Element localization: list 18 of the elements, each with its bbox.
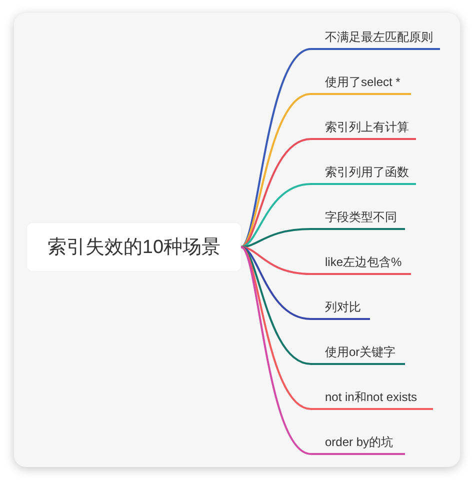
- branch-topic: 索引列用了函数: [311, 163, 416, 185]
- branch-topic: 使用了select *: [311, 73, 411, 95]
- branch-topic: 列对比: [311, 298, 370, 320]
- branch-topic: like左边包含%: [311, 253, 411, 275]
- branch-line: [240, 93, 312, 248]
- central-topic: 索引失效的10种场景: [27, 223, 241, 271]
- branch-topic: order by的坑: [311, 433, 405, 455]
- branch-topic: not in和not exists: [311, 388, 433, 410]
- branch-topic: 使用or关键字: [311, 343, 405, 365]
- branch-line: [240, 183, 312, 248]
- branch-topic: 字段类型不同: [311, 208, 405, 230]
- branch-topic: 不满足最左匹配原则: [311, 28, 440, 50]
- branch-line: [240, 246, 312, 365]
- branch-line: [240, 48, 312, 248]
- branch-line: [240, 138, 312, 248]
- branch-line: [240, 246, 312, 275]
- branch-topic: 索引列上有计算: [311, 118, 416, 140]
- branch-line: [240, 246, 312, 455]
